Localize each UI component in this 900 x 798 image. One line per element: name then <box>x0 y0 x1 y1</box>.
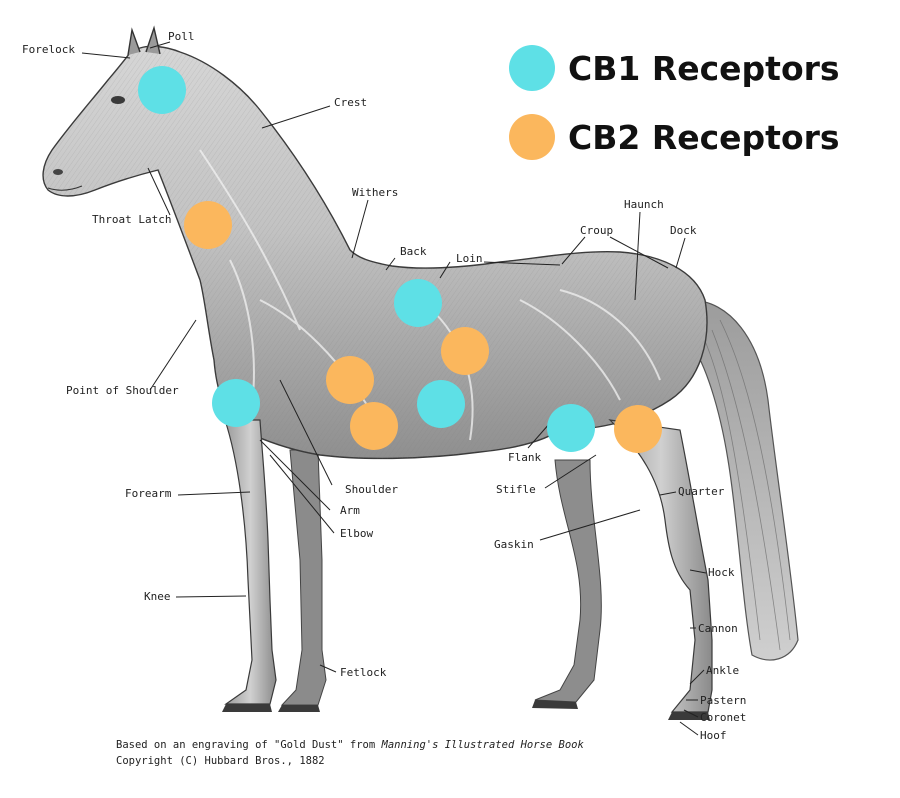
cb2-marker-loin <box>441 327 489 375</box>
label-flank: Flank <box>508 451 541 464</box>
label-coronet: Coronet <box>700 711 746 724</box>
cb2-marker-girth <box>350 402 398 450</box>
label-point-of-shoulder: Point of Shoulder <box>66 384 179 397</box>
label-forelock: Forelock <box>22 43 75 56</box>
label-gaskin: Gaskin <box>494 538 534 551</box>
label-back: Back <box>400 245 427 258</box>
label-hoof: Hoof <box>700 729 727 742</box>
caption: Based on an engraving of "Gold Dust" fro… <box>116 739 584 767</box>
label-pastern: Pastern <box>700 694 746 707</box>
horse-tail <box>687 299 799 661</box>
label-quarter: Quarter <box>678 485 725 498</box>
horse-near-hindleg <box>608 419 713 713</box>
legend-cb2-label: CB2 Receptors <box>568 118 840 157</box>
legend-cb2-swatch <box>509 114 555 160</box>
caption-line-2: Copyright (C) Hubbard Bros., 1882 <box>116 755 325 767</box>
caption-line-1: Based on an engraving of "Gold Dust" fro… <box>116 739 584 751</box>
label-croup: Croup <box>580 224 613 237</box>
label-knee: Knee <box>144 590 171 603</box>
cb1-marker-belly <box>417 380 465 428</box>
cb2-marker-quarter <box>614 405 662 453</box>
legend-cb1-label: CB1 Receptors <box>568 49 840 88</box>
label-hock: Hock <box>708 566 735 579</box>
label-crest: Crest <box>334 96 367 109</box>
anatomy-labels: Forelock Poll Crest Withers Throat Latch… <box>22 30 746 742</box>
leader-lines <box>81 41 707 736</box>
label-arm: Arm <box>340 504 360 517</box>
cb1-marker-flank <box>547 404 595 452</box>
label-dock: Dock <box>670 224 697 237</box>
label-elbow: Elbow <box>340 527 373 540</box>
label-forearm: Forearm <box>125 487 172 500</box>
horse-illustration <box>42 25 799 720</box>
label-loin: Loin <box>456 252 483 265</box>
label-ankle: Ankle <box>706 664 739 677</box>
label-withers: Withers <box>352 186 398 199</box>
horse-far-hindleg <box>534 459 602 703</box>
cb1-marker-point-of-shoulder <box>212 379 260 427</box>
label-poll: Poll <box>168 30 195 43</box>
label-stifle: Stifle <box>496 483 536 496</box>
cb2-receptor-markers <box>184 201 662 453</box>
cb1-marker-poll <box>138 66 186 114</box>
label-haunch: Haunch <box>624 198 664 211</box>
label-throat-latch: Throat Latch <box>92 213 171 226</box>
cb2-marker-chest <box>326 356 374 404</box>
cb1-receptor-markers <box>138 66 595 452</box>
legend: CB1 Receptors CB2 Receptors <box>509 45 840 160</box>
cb2-marker-throat <box>184 201 232 249</box>
label-shoulder: Shoulder <box>345 483 398 496</box>
cb1-marker-back <box>394 279 442 327</box>
horse-near-foreleg <box>224 419 277 705</box>
horse-far-foreleg <box>280 449 327 706</box>
label-fetlock: Fetlock <box>340 666 387 679</box>
legend-cb1-swatch <box>509 45 555 91</box>
label-cannon: Cannon <box>698 622 738 635</box>
